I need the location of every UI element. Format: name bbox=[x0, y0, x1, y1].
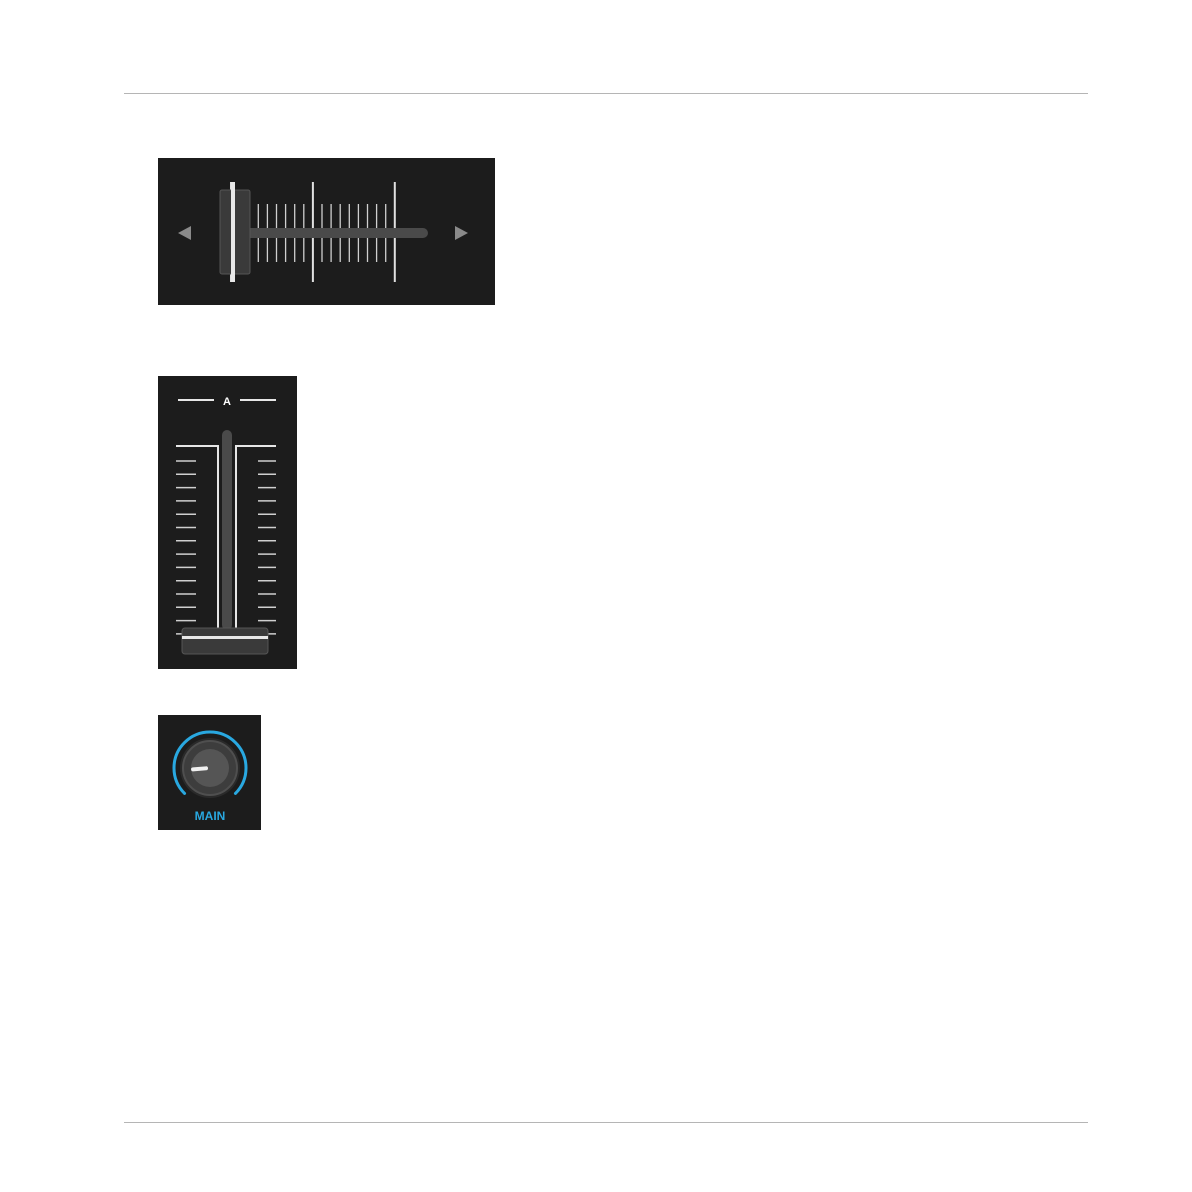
main-knob[interactable] bbox=[180, 738, 240, 798]
fader-scale-left-bracket bbox=[176, 446, 218, 628]
crossfader-right-arrow-icon[interactable] bbox=[455, 226, 468, 240]
footer-rule bbox=[124, 1122, 1088, 1123]
main-knob-graphic: MAIN bbox=[158, 715, 261, 830]
main-knob-label: MAIN bbox=[195, 809, 226, 823]
crossfader-left-arrow-icon[interactable] bbox=[178, 226, 191, 240]
channel-fader-panel: A bbox=[158, 376, 297, 669]
channel-fader-handle[interactable] bbox=[182, 628, 268, 654]
channel-fader-graphic: A bbox=[158, 376, 297, 669]
fader-scale-right-bracket bbox=[236, 446, 276, 628]
header-rule bbox=[124, 93, 1088, 94]
deck-label: A bbox=[223, 396, 231, 408]
crossfader-panel bbox=[158, 158, 495, 305]
crossfader-graphic bbox=[158, 158, 495, 305]
main-knob-pointer bbox=[193, 768, 206, 769]
fader-track bbox=[222, 430, 232, 630]
main-knob-panel: MAIN bbox=[158, 715, 261, 830]
crossfader-track bbox=[226, 228, 428, 238]
crossfader-handle[interactable] bbox=[220, 182, 250, 282]
